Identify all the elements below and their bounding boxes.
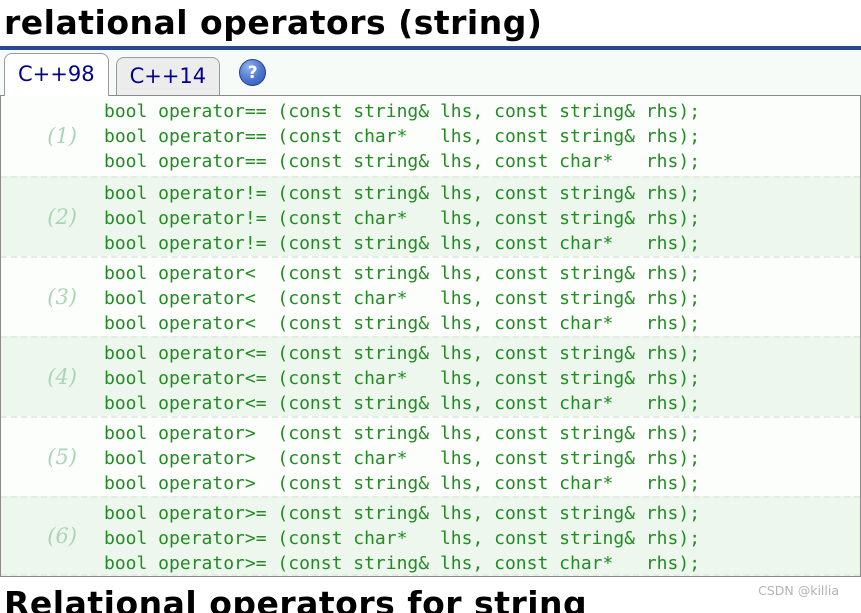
declaration-block: (2) bool operator!= (const string& lhs, c… [1,176,860,256]
declaration-block: (5) bool operator> (const string& lhs, co… [1,416,860,496]
declaration-code: bool operator> (const string& lhs, const… [104,423,701,494]
declaration-number: (6) [47,524,77,548]
declaration-number: (2) [47,205,77,229]
section-heading: Relational operators for string [4,584,588,613]
declaration-code: bool operator< (const string& lhs, const… [104,263,701,334]
declaration-code: bool operator== (const string& lhs, cons… [104,101,701,172]
declaration-block: (3) bool operator< (const string& lhs, co… [1,256,860,336]
tab-cpp14[interactable]: C++14 [115,57,221,95]
watermark: CSDN @killia [758,583,839,598]
declaration-block: (4) bool operator<= (const string& lhs, c… [1,336,860,416]
declaration-code: bool operator!= (const string& lhs, cons… [104,183,701,254]
tab-cpp98[interactable]: C++98 [4,53,109,96]
title-divider [0,46,861,50]
declaration-box: (1) bool operator== (const string& lhs, c… [0,96,861,577]
page-title: relational operators (string) [4,3,543,42]
declaration-number: (4) [47,365,77,389]
declaration-code: bool operator<= (const string& lhs, cons… [104,343,701,414]
declaration-number: (3) [47,285,77,309]
declaration-number: (5) [47,445,77,469]
declaration-block: (6) bool operator>= (const string& lhs, c… [1,496,860,576]
declaration-block: (1) bool operator== (const string& lhs, c… [1,96,860,176]
declaration-number: (1) [47,124,77,148]
declaration-code: bool operator>= (const string& lhs, cons… [104,503,701,574]
help-icon[interactable]: ? [239,59,267,86]
